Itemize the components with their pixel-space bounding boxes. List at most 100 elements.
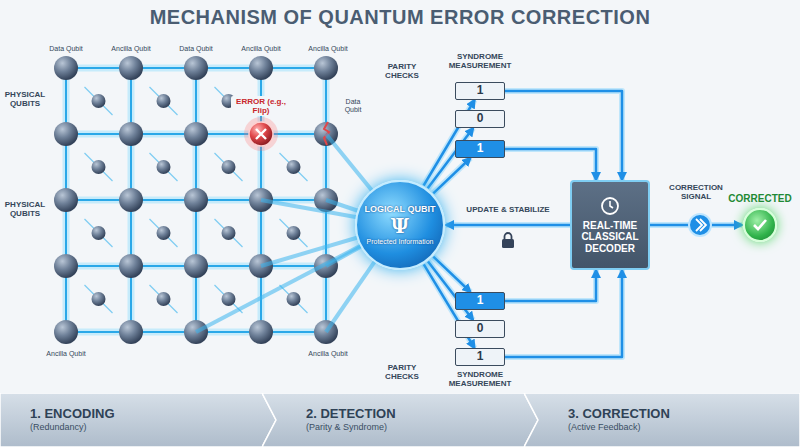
grid-line xyxy=(85,87,113,115)
data-qubit xyxy=(54,122,78,146)
connector-glow xyxy=(505,270,596,301)
grid-line xyxy=(85,219,113,247)
decoder-box: REAL-TIME CLASSICAL DECODER xyxy=(570,180,650,270)
chevron-outline xyxy=(524,393,800,447)
node-text: (Active Feedback) xyxy=(568,422,641,432)
ancilla-qubit xyxy=(157,94,171,108)
node-text: 2. DETECTION xyxy=(306,407,396,422)
node-text: 1 xyxy=(477,84,484,98)
syndrome-bit: 0 xyxy=(455,320,505,338)
ancilla-qubit xyxy=(92,94,106,108)
data-qubit xyxy=(184,122,208,146)
connector-glow xyxy=(505,149,596,180)
clock-icon xyxy=(600,196,620,216)
chevron-outline xyxy=(0,393,276,447)
syndrome-bit: 1 xyxy=(455,292,505,310)
error-mark xyxy=(256,129,266,139)
logical-qubit: LOGICAL QUBITΨProtected Information xyxy=(355,180,445,270)
callout-label: Ancilla Qubit xyxy=(231,45,291,53)
syndrome-bit: 1 xyxy=(455,140,505,158)
data-qubit xyxy=(54,188,78,212)
data-qubit xyxy=(119,320,143,344)
grid-line xyxy=(215,219,243,247)
node-text: 1. ENCODING xyxy=(30,407,115,422)
callout-label: PARITY CHECKS xyxy=(372,62,432,80)
data-qubit xyxy=(184,56,208,80)
node-text: (Parity & Syndrome) xyxy=(306,422,387,432)
node-text: Ψ xyxy=(391,215,409,238)
error-qubit xyxy=(249,122,273,146)
ancilla-qubit xyxy=(157,292,171,306)
qubit-lattice xyxy=(54,56,338,344)
signal-icon xyxy=(689,214,711,236)
clock-face xyxy=(602,198,618,214)
chevron-outline xyxy=(262,393,538,447)
ancilla-qubit xyxy=(287,226,301,240)
connector xyxy=(505,270,596,301)
grid-line xyxy=(280,219,308,247)
grid-line xyxy=(215,153,243,181)
check-mark xyxy=(754,220,766,229)
connector xyxy=(505,91,622,180)
connector-glow xyxy=(505,270,622,357)
connector xyxy=(505,270,622,357)
syndrome-bit: 1 xyxy=(455,348,505,366)
node-text: LOGICAL QUBIT xyxy=(365,204,436,214)
data-qubit xyxy=(249,56,273,80)
data-qubit xyxy=(314,56,338,80)
crack-mark xyxy=(324,122,329,145)
ancilla-qubit xyxy=(157,160,171,174)
data-qubit xyxy=(119,254,143,278)
node-text: (Redundancy) xyxy=(30,422,87,432)
data-qubit xyxy=(184,188,208,212)
grid-line xyxy=(150,87,178,115)
callout-label: Data Qubit xyxy=(171,45,221,53)
node-text: 1 xyxy=(477,142,484,156)
grid-line xyxy=(280,153,308,181)
diagram-title: MECHANISM OF QUANTUM ERROR CORRECTION xyxy=(0,6,800,29)
node-text: REAL-TIME CLASSICAL DECODER xyxy=(576,220,644,255)
callout-label: Ancilla Qubit xyxy=(300,45,356,53)
node-text: CORRECTED xyxy=(728,193,791,205)
callout-label: Ancilla Qubit xyxy=(36,350,96,358)
connector-glow xyxy=(505,91,622,180)
chevron-shape xyxy=(262,393,538,447)
data-qubit xyxy=(184,254,208,278)
edge-label: CORRECTION SIGNAL xyxy=(664,183,728,201)
connector-glow xyxy=(433,158,470,193)
data-qubit xyxy=(54,320,78,344)
check-icon xyxy=(751,216,769,234)
data-qubit xyxy=(119,188,143,212)
connector xyxy=(433,158,470,193)
node-text: 0 xyxy=(477,322,484,336)
callout-label: PHYSICAL QUBITS xyxy=(2,200,48,218)
callout-label: PARITY CHECKS xyxy=(372,363,432,381)
callout-label: PHYSICAL QUBITS xyxy=(2,90,48,108)
stage-chevron: 3. CORRECTION(Active Feedback) xyxy=(524,393,800,447)
node-text: 3. CORRECTION xyxy=(568,407,670,422)
grid-line xyxy=(150,285,178,313)
grid-line xyxy=(150,219,178,247)
data-qubit xyxy=(249,320,273,344)
ancilla-qubit xyxy=(92,292,106,306)
ancilla-qubit xyxy=(222,292,236,306)
node-text: 1 xyxy=(477,294,484,308)
callout-label: ERROR (e.g., Flip) xyxy=(231,96,291,116)
syndrome-bit: 1 xyxy=(455,82,505,100)
grid-line xyxy=(150,153,178,181)
data-qubit xyxy=(119,122,143,146)
callout-label: SYNDROME MEASUREMENT xyxy=(440,52,520,70)
lock-icon xyxy=(502,233,514,248)
grid-line xyxy=(280,285,308,313)
connector xyxy=(505,149,596,180)
ancilla-qubit xyxy=(287,160,301,174)
connector xyxy=(446,224,570,227)
ancilla-qubit xyxy=(222,160,236,174)
callout-label: Data Qubit xyxy=(338,98,368,114)
data-qubit xyxy=(119,56,143,80)
corrected-badge: CORRECTED xyxy=(743,208,777,242)
ancilla-qubit xyxy=(222,226,236,240)
callout-label: Ancilla Qubit xyxy=(300,350,356,358)
grid-line xyxy=(85,285,113,313)
